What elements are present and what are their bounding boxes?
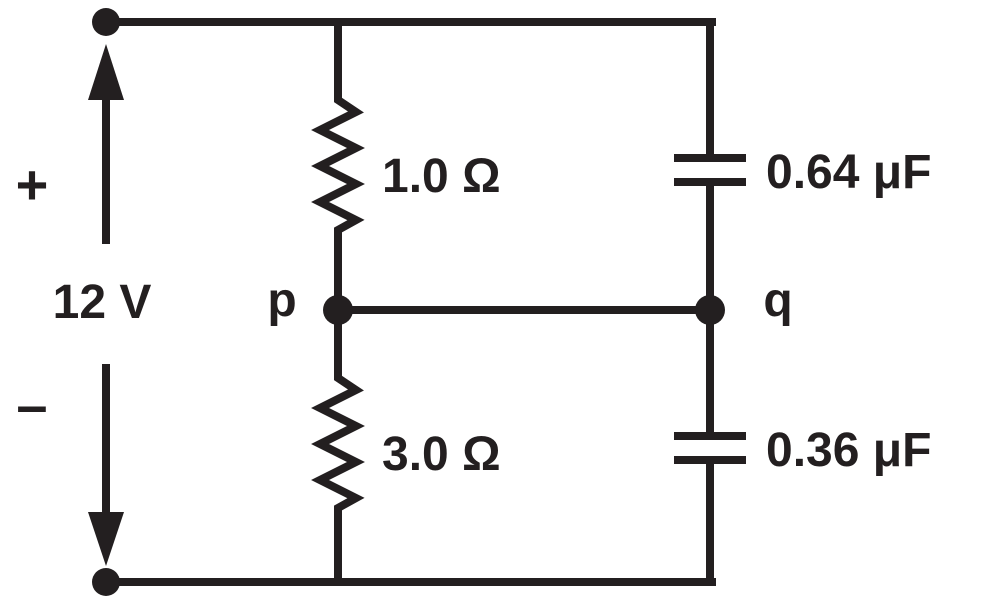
node-q-dot (695, 295, 725, 325)
voltage-label: 12 V (53, 276, 152, 329)
resistor-2-label: 3.0 Ω (382, 428, 501, 481)
capacitor-1-plate-top (674, 154, 746, 162)
plus-sign: + (16, 153, 49, 216)
minus-sign: – (16, 373, 47, 436)
node-q-label: q (763, 274, 792, 327)
voltage-arrow-down-head (88, 512, 124, 566)
capacitor-1-plate-bottom (674, 178, 746, 186)
capacitor-1-label: 0.64 μF (766, 146, 931, 199)
capacitor-2-label: 0.36 μF (766, 424, 931, 477)
capacitor-2-plate-bottom (674, 456, 746, 464)
resistor-1-zigzag (311, 74, 365, 262)
voltage-arrow-up-head (88, 44, 124, 100)
capacitor-2-plate-top (674, 432, 746, 440)
node-p-label: p (267, 274, 296, 327)
resistor-2-zigzag (311, 356, 365, 544)
terminal-top-dot (92, 8, 120, 36)
terminal-bottom-dot (92, 568, 120, 596)
resistor-1-label: 1.0 Ω (382, 150, 501, 203)
node-p-dot (323, 295, 353, 325)
